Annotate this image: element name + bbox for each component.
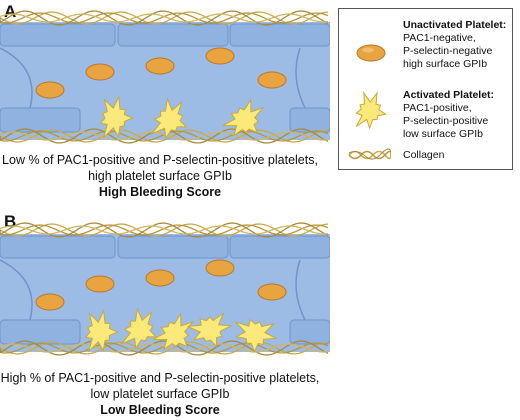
panel-b-bottom-wall-cell: [289, 319, 330, 345]
panel-b-unactivated-platelet: [145, 269, 175, 287]
legend-unactivated-line1: PAC1-negative,: [403, 32, 476, 44]
panel-a-top-wall-cell: [229, 23, 330, 47]
legend-activated-line2: P-selectin-positive: [403, 115, 489, 127]
activated-platelet-icon: [355, 91, 388, 130]
panel-a-bottom-wall-cell: [0, 107, 81, 133]
legend-activated-title: Activated Platelet:: [403, 89, 495, 101]
panel-a-unactivated-platelet: [85, 63, 115, 81]
legend-collagen: Collagen: [403, 149, 445, 161]
panel-b-caption-line1: High % of PAC1-positive and P-selectin-p…: [0, 371, 320, 385]
panel-b-top-wall-cell: [229, 235, 330, 259]
panel-b-top-wall-cell: [117, 235, 229, 259]
legend-unactivated-title: Unactivated Platelet:: [403, 19, 507, 31]
panel-a-lumen-curve: [295, 47, 306, 109]
panel-a-letter: A: [4, 2, 17, 21]
panel-a-activated-platelet: [222, 98, 265, 137]
legend-activated-line1: PAC1-positive,: [403, 102, 472, 114]
panel-a-caption: Low % of PAC1-positive and P-selectin-po…: [0, 152, 320, 200]
legend-activated: Activated Platelet: PAC1-positive, P-sel…: [403, 89, 494, 141]
panel-b-bleeding-score: Low Bleeding Score: [100, 403, 220, 417]
panel-a-top-wall-cell: [0, 23, 116, 47]
legend-activated-line3: low surface GPIb: [403, 128, 483, 140]
panel-b-unactivated-platelet: [35, 293, 65, 311]
panel-a-unactivated-platelet: [257, 71, 287, 89]
panel-b-lumen-curve: [0, 259, 33, 321]
panel-b-caption-line2: low platelet surface GPIb: [90, 387, 230, 401]
panel-b-unactivated-platelet: [257, 283, 287, 301]
panel-b-collagen-top: [0, 222, 329, 238]
panel-b-activated-platelet: [120, 307, 158, 350]
panel-a-caption-line1: Low % of PAC1-positive and P-selectin-po…: [2, 153, 318, 167]
legend-unactivated-line2: P-selectin-negative: [403, 45, 493, 57]
legend-box: Unactivated Platelet: PAC1-negative, P-s…: [338, 8, 513, 170]
panel-a-lumen-curve: [0, 47, 33, 109]
panel-a-activated-platelet: [99, 94, 134, 139]
panel-b-activated-platelet: [234, 318, 278, 353]
panel-a-unactivated-platelet: [145, 57, 175, 75]
collagen-icon: [348, 148, 391, 160]
panel-b-collagen-bottom: [0, 340, 329, 356]
legend-unactivated-line3: high surface GPIb: [403, 58, 488, 70]
panel-a-collagen-top: [0, 10, 329, 26]
panel-a-activated-platelet: [150, 97, 188, 140]
panel-b-unactivated-platelet: [205, 259, 235, 277]
legend-unactivated: Unactivated Platelet: PAC1-negative, P-s…: [403, 19, 506, 71]
panel-a-bottom-wall-cell: [289, 107, 330, 133]
panel-b-caption: High % of PAC1-positive and P-selectin-p…: [0, 370, 320, 418]
panel-b-bottom-wall-cell: [0, 319, 81, 345]
panel-b-activated-platelet: [152, 312, 195, 351]
panel-b-activated-platelet: [187, 312, 233, 348]
panel-a-unactivated-platelet: [35, 81, 65, 99]
unactivated-platelet-icon: [356, 44, 386, 62]
panel-b-activated-platelet: [84, 308, 119, 353]
panel-b-vessel-diagram: [0, 222, 330, 356]
panel-a-vessel-diagram: [0, 10, 330, 144]
panel-b-top-wall-cell: [0, 235, 116, 259]
panel-a-caption-line2: high platelet surface GPIb: [88, 169, 232, 183]
panel-a-bleeding-score: High Bleeding Score: [98, 185, 222, 199]
panel-b-lumen-curve: [295, 259, 306, 321]
panel-b-unactivated-platelet: [85, 275, 115, 293]
panel-a-top-wall-cell: [117, 23, 229, 47]
panel-a-unactivated-platelet: [205, 47, 235, 65]
